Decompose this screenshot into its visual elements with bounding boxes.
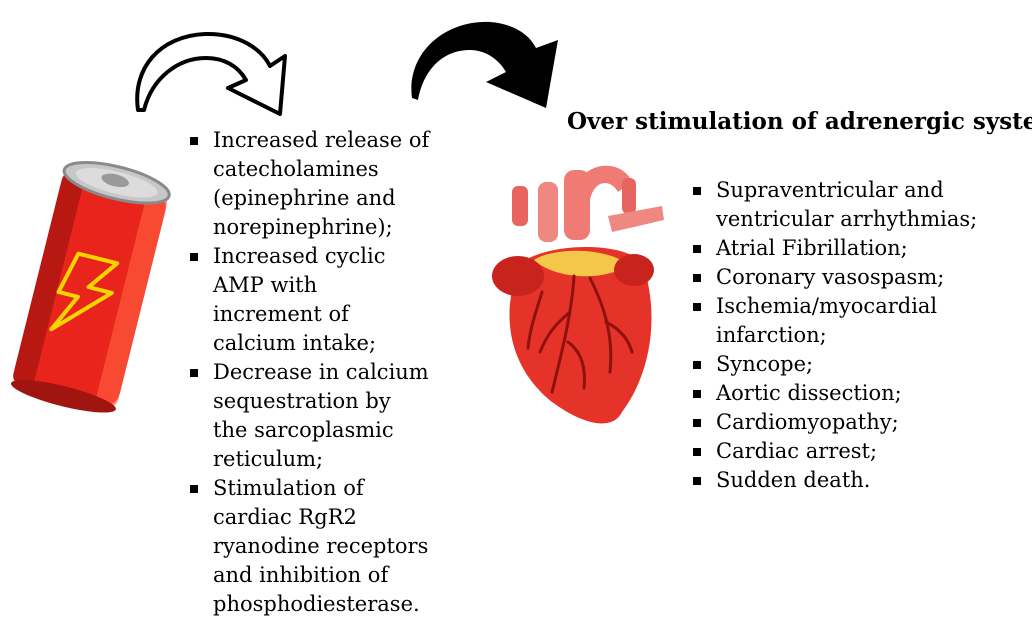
list-item: Aortic dissection; <box>688 379 1028 408</box>
list-item: Syncope; <box>688 350 1028 379</box>
list-item: Cardiomyopathy; <box>688 408 1028 437</box>
energy-drink-can-icon <box>0 150 185 425</box>
list-item: Increased cyclic AMP with increment of c… <box>185 242 430 358</box>
list-item: Sudden death. <box>688 466 1028 495</box>
list-item: Ischemia/myocardial infarction; <box>688 292 1028 350</box>
outcomes-list: Supraventricular and ventricular arrhyth… <box>688 176 1028 495</box>
list-item: Decrease in calcium sequestration by the… <box>185 358 430 474</box>
curved-arrow-outline-icon <box>120 18 310 118</box>
mechanisms-list: Increased release of catecholamines (epi… <box>185 126 430 619</box>
list-item: Cardiac arrest; <box>688 437 1028 466</box>
list-item: Supraventricular and ventricular arrhyth… <box>688 176 1028 234</box>
heart-icon <box>482 152 672 432</box>
curved-arrow-solid-icon <box>398 14 568 114</box>
list-item: Increased release of catecholamines (epi… <box>185 126 430 242</box>
outcomes-heading: Over stimulation of adrenergic system <box>567 108 1032 135</box>
list-item: Stimulation of cardiac RgR2 ryanodine re… <box>185 474 430 619</box>
list-item: Atrial Fibrillation; <box>688 234 1028 263</box>
list-item: Coronary vasospasm; <box>688 263 1028 292</box>
